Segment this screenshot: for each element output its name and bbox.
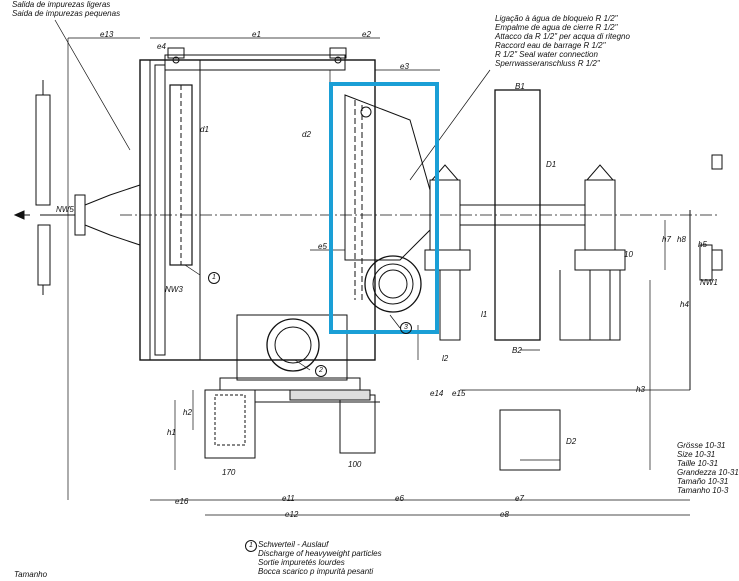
dim-h2: h2 (183, 408, 192, 417)
bearings-and-pulley (424, 89, 626, 471)
dim-h4: h4 (680, 300, 689, 309)
dim-e1: e1 (252, 30, 261, 39)
legend-line-2: Discharge of heavyweight particles (258, 549, 382, 558)
top-note-2: Saida de impurezas pequenas (12, 9, 121, 18)
marker-2: 2 (315, 365, 327, 377)
marker-1: 1 (208, 272, 220, 284)
dim-e15: e15 (452, 389, 466, 398)
dim-NW3: NW3 (165, 285, 183, 294)
legend-marker: 1 (245, 540, 257, 552)
seal-water-line-6: Sperrwasseranschluss R 1/2" (495, 59, 600, 68)
light-impurity-outlet (13, 80, 141, 295)
dim-e11: e11 (282, 494, 295, 503)
dim-e3: e3 (400, 62, 409, 71)
highlight-frame (329, 82, 439, 334)
size-line-5: Tamaño 10-31 (677, 477, 729, 486)
heavy-discharge-box (204, 314, 380, 459)
dim-e13: e13 (100, 30, 114, 39)
dim-10: 10 (624, 250, 633, 259)
size-line-3: Taille 10-31 (677, 459, 719, 468)
dim-e8: e8 (500, 510, 509, 519)
seal-water-line-5: R 1/2" Seal water connection (495, 50, 598, 59)
dim-D1: D1 (546, 160, 557, 169)
dim-e7: e7 (515, 494, 524, 503)
dim-h5: h5 (698, 240, 707, 249)
dim-170: 170 (222, 468, 236, 477)
dim-100: 100 (348, 460, 362, 469)
dim-e12: e12 (285, 510, 299, 519)
dim-d1: d1 (200, 125, 209, 134)
seal-water-line-2: Empalme de agua de cierre R 1/2" (495, 23, 618, 32)
dim-e2: e2 (362, 30, 371, 39)
marker-3: 3 (400, 322, 412, 334)
dim-e5: e5 (318, 242, 327, 251)
legend-line-1: Schwerteil - Auslauf (258, 540, 329, 549)
dim-e16: e16 (175, 497, 189, 506)
dim-B2: B2 (512, 346, 522, 355)
dim-h1: h1 (167, 428, 176, 437)
corner-label: Tamanho (14, 570, 48, 579)
size-line-6: Tamanho 10-3 (677, 486, 729, 495)
dim-h7: h7 (662, 235, 671, 244)
dim-NW1: NW1 (700, 278, 718, 287)
legend-line-3: Sortie impuretés lourdes (258, 558, 345, 567)
dim-l1: l1 (481, 310, 488, 319)
seal-water-line-1: Ligação à água de bloqueio R 1/2" (495, 14, 618, 23)
dim-e4: e4 (157, 42, 166, 51)
dim-l2: l2 (442, 354, 449, 363)
dim-h3: h3 (636, 385, 645, 394)
dim-e6: e6 (395, 494, 404, 503)
dim-h8: h8 (677, 235, 686, 244)
side-view-partial (689, 154, 723, 390)
top-note-1: Salida de impurezas ligeras (12, 0, 111, 9)
dim-B1: B1 (515, 82, 525, 91)
size-line-2: Size 10-31 (677, 450, 716, 459)
dim-e14: e14 (430, 389, 444, 398)
leader-lines (54, 19, 491, 371)
legend-line-4: Bocca scarico p impurità pesanti (258, 567, 374, 576)
dim-d2: d2 (302, 130, 311, 139)
seal-water-line-3: Attacco da R 1/2" per acqua di ritegno (495, 32, 630, 41)
size-line-4: Grandezza 10-31 (677, 468, 739, 477)
dim-NW5: NW5 (56, 205, 74, 214)
seal-water-line-4: Raccord eau de barrage R 1/2" (495, 41, 606, 50)
size-line-1: Grösse 10-31 (677, 441, 726, 450)
dim-D2: D2 (566, 437, 577, 446)
